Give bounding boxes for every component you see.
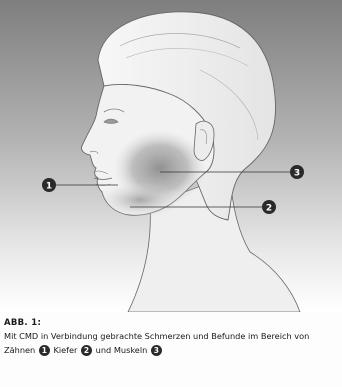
head-profile-illustration: 1 2 3 (0, 0, 342, 312)
caption-badge-3: 3 (151, 345, 162, 356)
marker-2-number: 2 (266, 204, 272, 214)
jaw-pain-area (96, 182, 184, 218)
figure-caption: ABB. 1: Mit CMD in Verbindung gebrachte … (4, 318, 340, 357)
marker-1-number: 1 (46, 182, 52, 192)
marker-2: 2 (262, 200, 276, 214)
marker-3: 3 (290, 165, 304, 179)
caption-badge-1: 1 (39, 345, 50, 356)
caption-word-3: und Muskeln (96, 345, 148, 355)
figure-label: ABB. 1: (4, 318, 340, 328)
caption-word-2: Kiefer (53, 345, 77, 355)
marker-3-number: 3 (294, 169, 300, 179)
caption-text: Mit CMD in Verbindung gebrachte Schmerze… (4, 330, 340, 357)
caption-badge-2: 2 (81, 345, 92, 356)
marker-1: 1 (42, 178, 56, 192)
